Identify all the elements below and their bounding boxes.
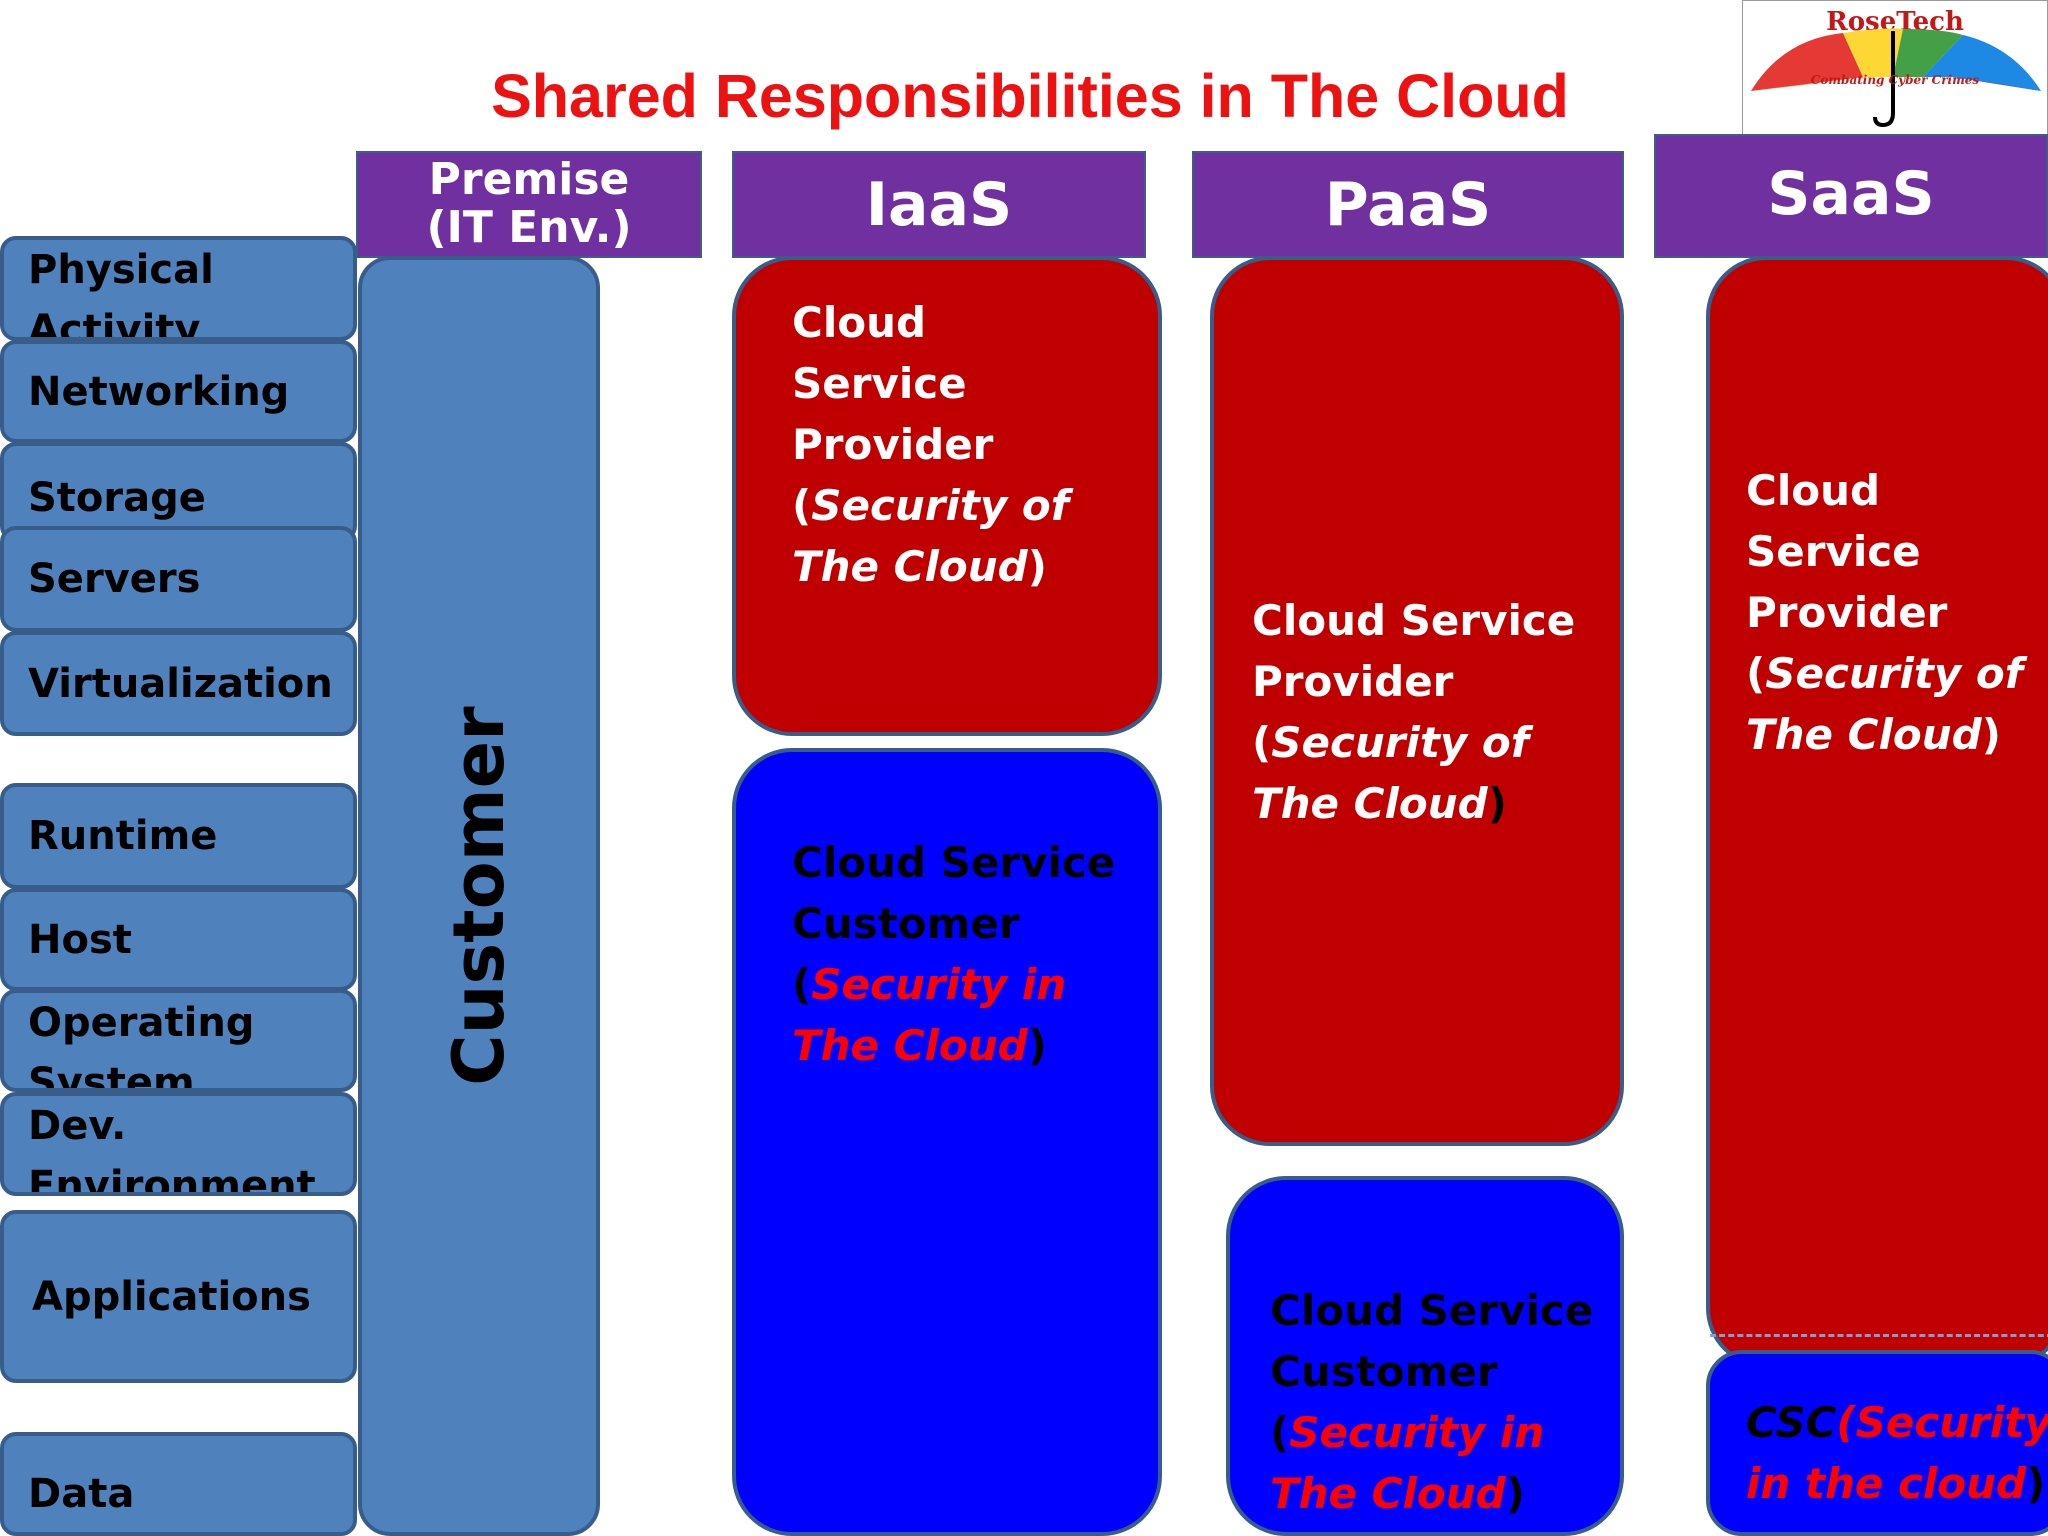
header-iaas: IaaS [732,151,1146,258]
paas-provider-box: Cloud Service Provider (Security of The … [1210,256,1624,1146]
layer-applications: Applications [0,1210,357,1383]
paas-provider-line2: Provider [1252,657,1454,706]
layer-host-label: Host [28,916,132,963]
layer-runtime: Runtime [0,783,357,889]
layer-virtualization: Virtualization [0,631,357,736]
layer-devenv-line2: Environment [28,1163,316,1196]
saas-provider-line2: Service [1746,527,1921,576]
paas-provider-paren-close: ) [1487,779,1507,828]
saas-customer-in-the-cloud: in the cloud [1746,1459,2027,1508]
saas-customer-paren-close: ) [2026,1459,2046,1508]
iaas-provider-line1: Cloud [792,298,927,347]
paas-customer-security-in: Security in [1289,1408,1545,1457]
umbrella-icon [1751,28,2041,128]
header-premise-line1: Premise [428,154,630,205]
iaas-customer-paren-close: ) [1027,1021,1047,1070]
iaas-provider-paren-open: ( [792,481,812,530]
iaas-provider-the-cloud: The Cloud [792,542,1028,591]
paas-customer-the-cloud: The Cloud [1270,1469,1506,1518]
layer-devenv-line1: Dev. [28,1103,127,1149]
paas-provider-text: Cloud Service Provider (Security of The … [1252,590,1575,834]
layer-storage-label: Storage [28,475,206,521]
header-premise-line2: (IT Env.) [426,202,632,253]
saas-provider-line3: Provider [1746,588,1948,637]
paas-provider-line1: Cloud Service [1252,596,1576,645]
saas-provider-paren-close: ) [1981,710,2001,759]
layer-runtime-label: Runtime [28,813,218,859]
iaas-customer-paren-open: ( [792,960,812,1009]
saas-divider-line [1710,1334,2048,1337]
paas-customer-paren-close: ) [1505,1469,1525,1518]
saas-customer-abbr: CSC [1746,1398,1837,1447]
layer-networking-label: Networking [28,368,290,415]
layer-servers: Servers [0,526,357,632]
layer-physical-line2: Activity [28,307,201,341]
header-iaas-label: IaaS [865,170,1013,240]
saas-customer-text: CSC(Security in the cloud) [1746,1392,2048,1514]
iaas-customer-the-cloud: The Cloud [792,1021,1028,1070]
iaas-provider-box: Cloud Service Provider (Security of The … [732,256,1162,736]
page-title: Shared Responsibilities in The Cloud [491,62,1569,130]
paas-customer-box: Cloud Service Customer (Security in The … [1226,1176,1624,1536]
header-paas-label: PaaS [1324,170,1492,240]
layer-data-label: Data [28,1471,135,1517]
layer-physical-line1: Physical [28,247,214,293]
layer-host: Host [0,888,357,991]
layer-servers-label: Servers [28,556,201,602]
iaas-customer-text: Cloud Service Customer (Security in The … [792,832,1115,1076]
paas-provider-security-of: Security of [1271,718,1530,767]
iaas-customer-box: Cloud Service Customer (Security in The … [732,748,1162,1536]
iaas-customer-line1: Cloud Service [792,838,1116,887]
iaas-customer-security-in: Security in [811,960,1067,1009]
header-premise: Premise (IT Env.) [356,151,702,258]
iaas-customer-line2: Customer [792,899,1020,948]
saas-customer-box: CSC(Security in the cloud) [1706,1350,2048,1536]
saas-customer-security: (Security [1836,1398,2048,1447]
customer-column: Customer [358,256,600,1536]
iaas-provider-paren-close: ) [1027,542,1047,591]
layer-os-line1: Operating [28,1000,255,1046]
paas-customer-text: Cloud Service Customer (Security in The … [1270,1280,1593,1524]
layer-networking: Networking [0,340,357,443]
iaas-provider-text: Cloud Service Provider (Security of The … [792,292,1069,597]
saas-provider-security-of: Security of [1765,649,2024,698]
layer-os-line2: System [28,1060,195,1092]
saas-provider-the-cloud: The Cloud [1746,710,1982,759]
header-saas: SaaS [1654,134,2048,258]
layer-data: Data [0,1432,357,1536]
iaas-provider-line3: Provider [792,420,994,469]
paas-provider-paren-open: ( [1252,718,1272,767]
layer-dev-environment: Dev. Environment [0,1092,357,1196]
paas-provider-the-cloud: The Cloud [1252,779,1488,828]
layer-applications-label: Applications [32,1273,311,1320]
paas-customer-line1: Cloud Service [1270,1286,1594,1335]
layer-virtualization-label: Virtualization [28,660,333,707]
saas-provider-line1: Cloud [1746,466,1881,515]
saas-provider-box: Cloud Service Provider (Security of The … [1706,256,2048,1368]
logo-tagline: Combating Cyber Crimes [1810,73,1980,87]
customer-label: Customer [438,706,520,1086]
paas-customer-line2: Customer [1270,1347,1498,1396]
header-saas-label: SaaS [1767,159,1935,229]
rosetech-logo: RoseTech Combating Cyber Crimes [1742,0,2048,136]
iaas-provider-line2: Service [792,359,967,408]
iaas-provider-security-of: Security of [811,481,1070,530]
saas-provider-paren-open: ( [1746,649,1766,698]
header-paas: PaaS [1192,151,1624,258]
saas-provider-text: Cloud Service Provider (Security of The … [1746,460,2023,765]
paas-customer-paren-open: ( [1270,1408,1290,1457]
